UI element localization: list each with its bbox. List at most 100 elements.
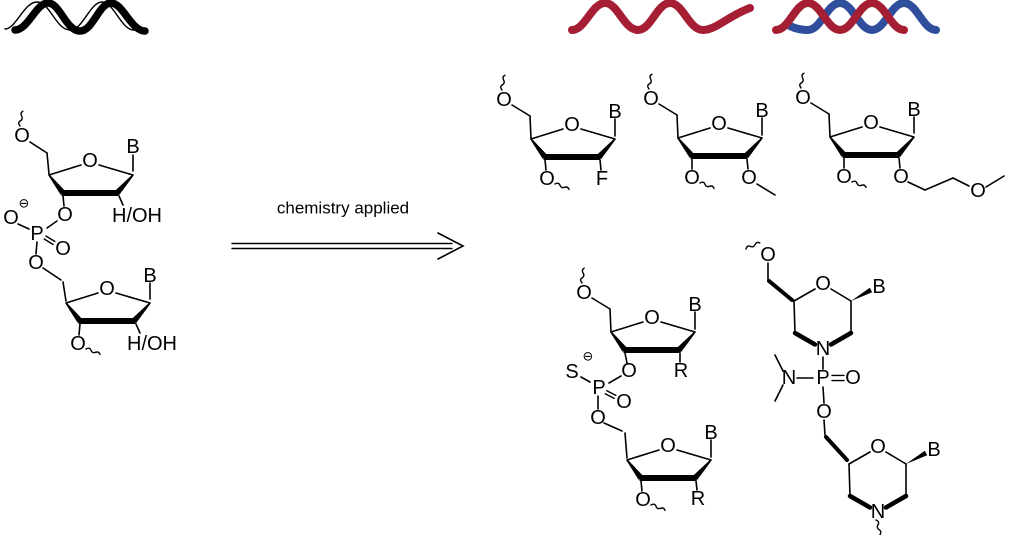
bond — [822, 386, 825, 404]
atom-label-nitrogen: N — [871, 501, 885, 523]
bond — [599, 159, 602, 171]
reaction-label: chemistry applied — [277, 199, 409, 218]
atom-label-oxygen: O — [893, 166, 909, 188]
red-helix-icon — [568, 0, 754, 35]
atom-label-r-group: R — [691, 488, 705, 510]
atom-label-oxygen: O — [644, 307, 660, 329]
bond — [78, 323, 81, 336]
atom-label-oxygen: O — [621, 360, 637, 382]
atom-label-oxygen: O — [870, 436, 886, 458]
wavy-bond — [554, 181, 571, 192]
negative-charge-symbol: ⊖ — [583, 349, 594, 364]
atom-label-oxygen: O — [643, 88, 659, 110]
bond — [46, 220, 58, 229]
wedge-bond — [824, 435, 849, 462]
bond — [46, 152, 50, 175]
fluoro-nucleoside-structure: O B O O F — [496, 74, 622, 192]
atom-label-base: B — [608, 101, 621, 123]
methoxy-nucleoside-structure: O B O O O — [643, 73, 776, 196]
red-blue-duplex-icon — [772, 0, 940, 35]
bond — [810, 102, 830, 115]
bond — [603, 422, 623, 432]
wedge-bond — [851, 287, 873, 301]
wavy-bond — [744, 241, 761, 250]
atom-label-oxygen: O — [863, 112, 879, 134]
atom-label-nitrogen: N — [782, 367, 796, 389]
atom-label-base: B — [143, 265, 156, 287]
atom-label-r-group: R — [674, 360, 688, 382]
wavy-bond — [579, 267, 587, 284]
atom-label-sulfur: S — [565, 361, 578, 383]
wavy-bond — [798, 72, 806, 89]
atom-label-oxygen: O — [711, 113, 727, 135]
bond — [544, 159, 547, 171]
arrow-head — [437, 232, 465, 260]
atom-label-oxygen: O — [760, 244, 776, 266]
bond — [924, 177, 954, 191]
bond — [62, 281, 67, 302]
atom-label-oxygen: O — [57, 204, 73, 226]
morpholine-ring — [794, 289, 851, 345]
wavy-bond — [85, 346, 102, 357]
natural-dinucleotide-structure: O B O H/OH O ⊖ O P O O O B H/OH O — [3, 110, 177, 357]
bond — [746, 158, 749, 170]
helix-thin-strand — [4, 1, 135, 31]
morpholine-ring — [849, 452, 906, 508]
atom-label-oxygen: O — [616, 391, 632, 413]
atom-label-oxygen: O — [590, 407, 606, 429]
atom-label-oxygen: O — [741, 167, 757, 189]
double-bond — [606, 390, 617, 397]
atom-label-oxygen: O — [845, 367, 861, 389]
morpholino-dinucleotide-structure: O O N B P O N O O N B — [744, 241, 941, 536]
atom-label-oxygen: O — [82, 150, 98, 172]
atom-label-oxygen: O — [836, 166, 852, 188]
bond — [608, 375, 622, 384]
bond — [529, 115, 532, 140]
atom-label-oxygen: O — [816, 401, 832, 423]
bond — [985, 175, 1005, 188]
atom-label-oxygen: O — [539, 168, 555, 190]
wavy-bond — [650, 502, 667, 513]
double-bond — [604, 393, 615, 400]
atom-label-oxygen: O — [635, 489, 651, 511]
atom-label-fluorine: F — [596, 168, 608, 190]
helix-thick-strand — [11, 0, 149, 35]
bond — [658, 103, 678, 116]
bond — [774, 384, 784, 402]
bond — [907, 181, 926, 191]
bond — [823, 419, 826, 436]
atom-label-oxygen: O — [99, 278, 115, 300]
bond — [609, 308, 612, 333]
bond — [17, 223, 30, 230]
wavy-bond — [851, 179, 868, 190]
atom-label-oxygen: O — [660, 435, 676, 457]
bond — [35, 241, 38, 255]
atom-label-oxygen: O — [815, 273, 831, 295]
atom-label-oxygen: O — [795, 87, 811, 109]
bond — [591, 297, 611, 310]
atom-label-base: B — [126, 136, 139, 158]
atom-label-base: B — [872, 276, 885, 298]
atom-label-oxygen: O — [14, 125, 30, 147]
wedge-bond — [906, 450, 928, 464]
bond — [828, 113, 831, 138]
red-strand — [568, 0, 754, 35]
atom-label-oxygen: O — [970, 180, 986, 202]
bond — [898, 157, 901, 169]
atom-label-oxygen: O — [3, 207, 19, 229]
bond — [580, 376, 591, 383]
wavy-bond — [699, 180, 716, 191]
phosphorothioate-dinucleotide-structure: O B O O R ⊖ S P O O O B O R — [565, 267, 718, 513]
bond — [29, 141, 48, 154]
bond — [118, 195, 124, 206]
bond — [624, 432, 628, 459]
atom-label-phosphorus: P — [592, 377, 605, 399]
negative-charge-symbol: ⊖ — [19, 196, 30, 211]
bond — [774, 354, 784, 372]
atom-label-h-or-oh: H/OH — [112, 205, 162, 227]
atom-label-oxygen: O — [564, 114, 580, 136]
atom-label-base: B — [755, 100, 768, 122]
reaction-arrow: chemistry applied — [231, 199, 465, 260]
bond — [756, 183, 776, 196]
